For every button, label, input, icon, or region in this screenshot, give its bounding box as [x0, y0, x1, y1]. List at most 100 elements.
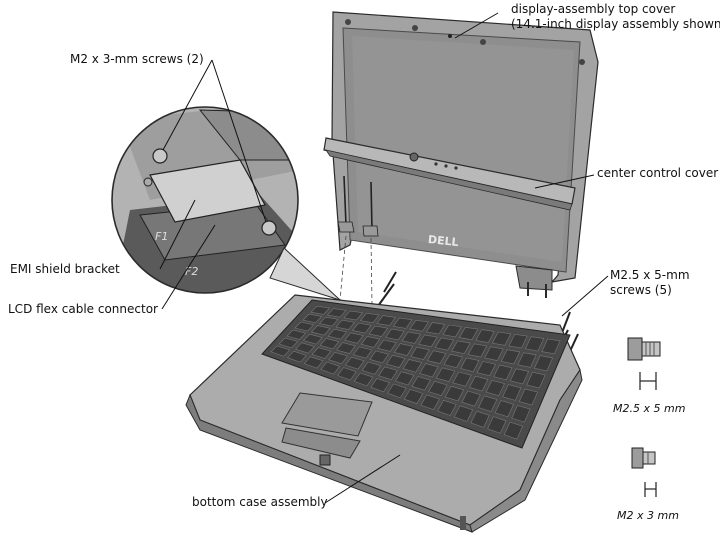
callout-center-control-cover: center control cover	[597, 166, 718, 181]
keyboard-key	[409, 319, 429, 332]
keyboard-key	[351, 322, 372, 334]
keyboard-key	[434, 337, 455, 351]
keyboard-key	[443, 353, 463, 369]
keyboard-key	[485, 380, 505, 397]
keyboard-key	[410, 346, 430, 360]
keyboard-key	[343, 310, 364, 321]
keyboard-key	[444, 385, 465, 402]
legend-small-screw-label: M2 x 3 mm	[617, 509, 679, 522]
keyboard-key	[451, 340, 471, 355]
bezel-screw	[448, 34, 452, 38]
keyboard-key	[469, 375, 489, 392]
hinge-screws-m2	[337, 175, 379, 305]
keyboard-keys	[270, 305, 561, 440]
keyboard-key	[491, 331, 512, 346]
keyboard-key	[518, 388, 539, 406]
callout-m25-screws: M2.5 x 5-mm screws (5)	[610, 268, 690, 298]
m2-screw	[152, 148, 168, 164]
keyboard-key	[493, 364, 513, 381]
screw-legend-small	[631, 447, 657, 497]
keyboard-key	[336, 342, 356, 354]
keyboard-key	[478, 395, 498, 412]
keyboard-key	[327, 328, 348, 340]
keyboard-key	[475, 329, 495, 343]
keyboard-key	[476, 361, 496, 377]
callout-display-top-cover: display-assembly top cover (14.1-inch di…	[511, 2, 720, 32]
keyboard-key	[320, 361, 341, 375]
touchpad	[281, 392, 373, 437]
keyboard-key	[502, 384, 522, 401]
keyboard-key	[368, 325, 389, 337]
callout-m2-screws-text: M2 x 3-mm screws (2)	[70, 52, 204, 66]
keyboard-key	[326, 308, 347, 318]
keyboard-key	[453, 405, 474, 422]
bezel-screw	[345, 19, 351, 25]
keyboard-key	[393, 343, 414, 356]
keyboard-key	[541, 338, 561, 355]
callout-lcd-flex-cable-connector: LCD flex cable connector	[8, 302, 158, 317]
keyboard-key	[402, 359, 423, 373]
power-button	[409, 152, 419, 162]
keyboard-key	[311, 347, 332, 359]
display-assembly: DELL	[331, 11, 599, 298]
keyboard-key	[494, 400, 514, 418]
keyboard-key	[376, 315, 396, 326]
keyboard-key	[524, 336, 545, 352]
bezel-screw	[480, 39, 486, 45]
keyboard-key	[310, 305, 331, 315]
bezel-screw	[579, 59, 585, 65]
keyboard-key	[378, 366, 398, 381]
keyboard-key	[352, 346, 373, 359]
keyboard-key	[337, 367, 357, 381]
keyboard-key	[361, 361, 382, 375]
callout-center-control-cover-text: center control cover	[597, 166, 719, 180]
keyboard-key	[442, 324, 462, 338]
keyboard-key	[500, 349, 521, 365]
keyboard-key	[318, 316, 339, 327]
keyboard-key	[460, 357, 480, 373]
center-control-cover	[323, 137, 576, 211]
keyboard-key	[270, 345, 291, 357]
keyboard-key	[487, 416, 507, 434]
keyboard-key	[509, 368, 530, 385]
leader-lines	[159, 12, 609, 504]
keyboard-key	[484, 346, 504, 361]
keyboard-key	[386, 354, 406, 368]
keyboard-key	[435, 367, 456, 382]
keyboard-key	[392, 317, 413, 329]
keyboard-key	[411, 376, 431, 391]
key-label-f2: F2	[185, 265, 198, 278]
keyboard-key	[345, 356, 365, 370]
callout-emi-shield-bracket-text: EMI shield bracket	[10, 262, 120, 276]
keyboard-key	[328, 351, 349, 365]
keyboard-key	[461, 390, 481, 407]
callout-lcd-flex-cable-connector-text: LCD flex cable connector	[8, 302, 158, 316]
keyboard-key	[470, 410, 490, 428]
keyboard-key	[302, 333, 323, 345]
keyboard-key	[287, 350, 307, 363]
keyboard-key	[385, 328, 405, 341]
legend-large-screw-label: M2.5 x 5 mm	[613, 402, 686, 415]
keyboard-key	[452, 371, 472, 387]
keyboard-key	[310, 325, 331, 336]
callout-display-top-cover-line1: display-assembly top cover	[511, 2, 676, 16]
callout-m2-screws: M2 x 3-mm screws (2)	[70, 52, 204, 67]
keyboard-key	[359, 312, 380, 324]
keyboard-key	[420, 394, 440, 410]
keyboard-key	[319, 338, 340, 350]
key-label-f1: F1	[155, 230, 168, 243]
keyboard-key	[344, 332, 364, 344]
keyboard-key	[437, 399, 457, 416]
keyboard-key	[418, 334, 438, 348]
keyboard-key	[467, 343, 488, 358]
keyboard-key	[387, 383, 407, 399]
right-hinge	[515, 265, 553, 291]
keyboard-key	[369, 350, 389, 364]
keyboard-key	[286, 329, 307, 340]
keyboard-key	[353, 372, 374, 387]
keyboard-key	[401, 331, 422, 344]
keyboard-key	[294, 321, 315, 332]
keyboard-key	[303, 356, 324, 369]
keyboard-key	[526, 371, 546, 389]
